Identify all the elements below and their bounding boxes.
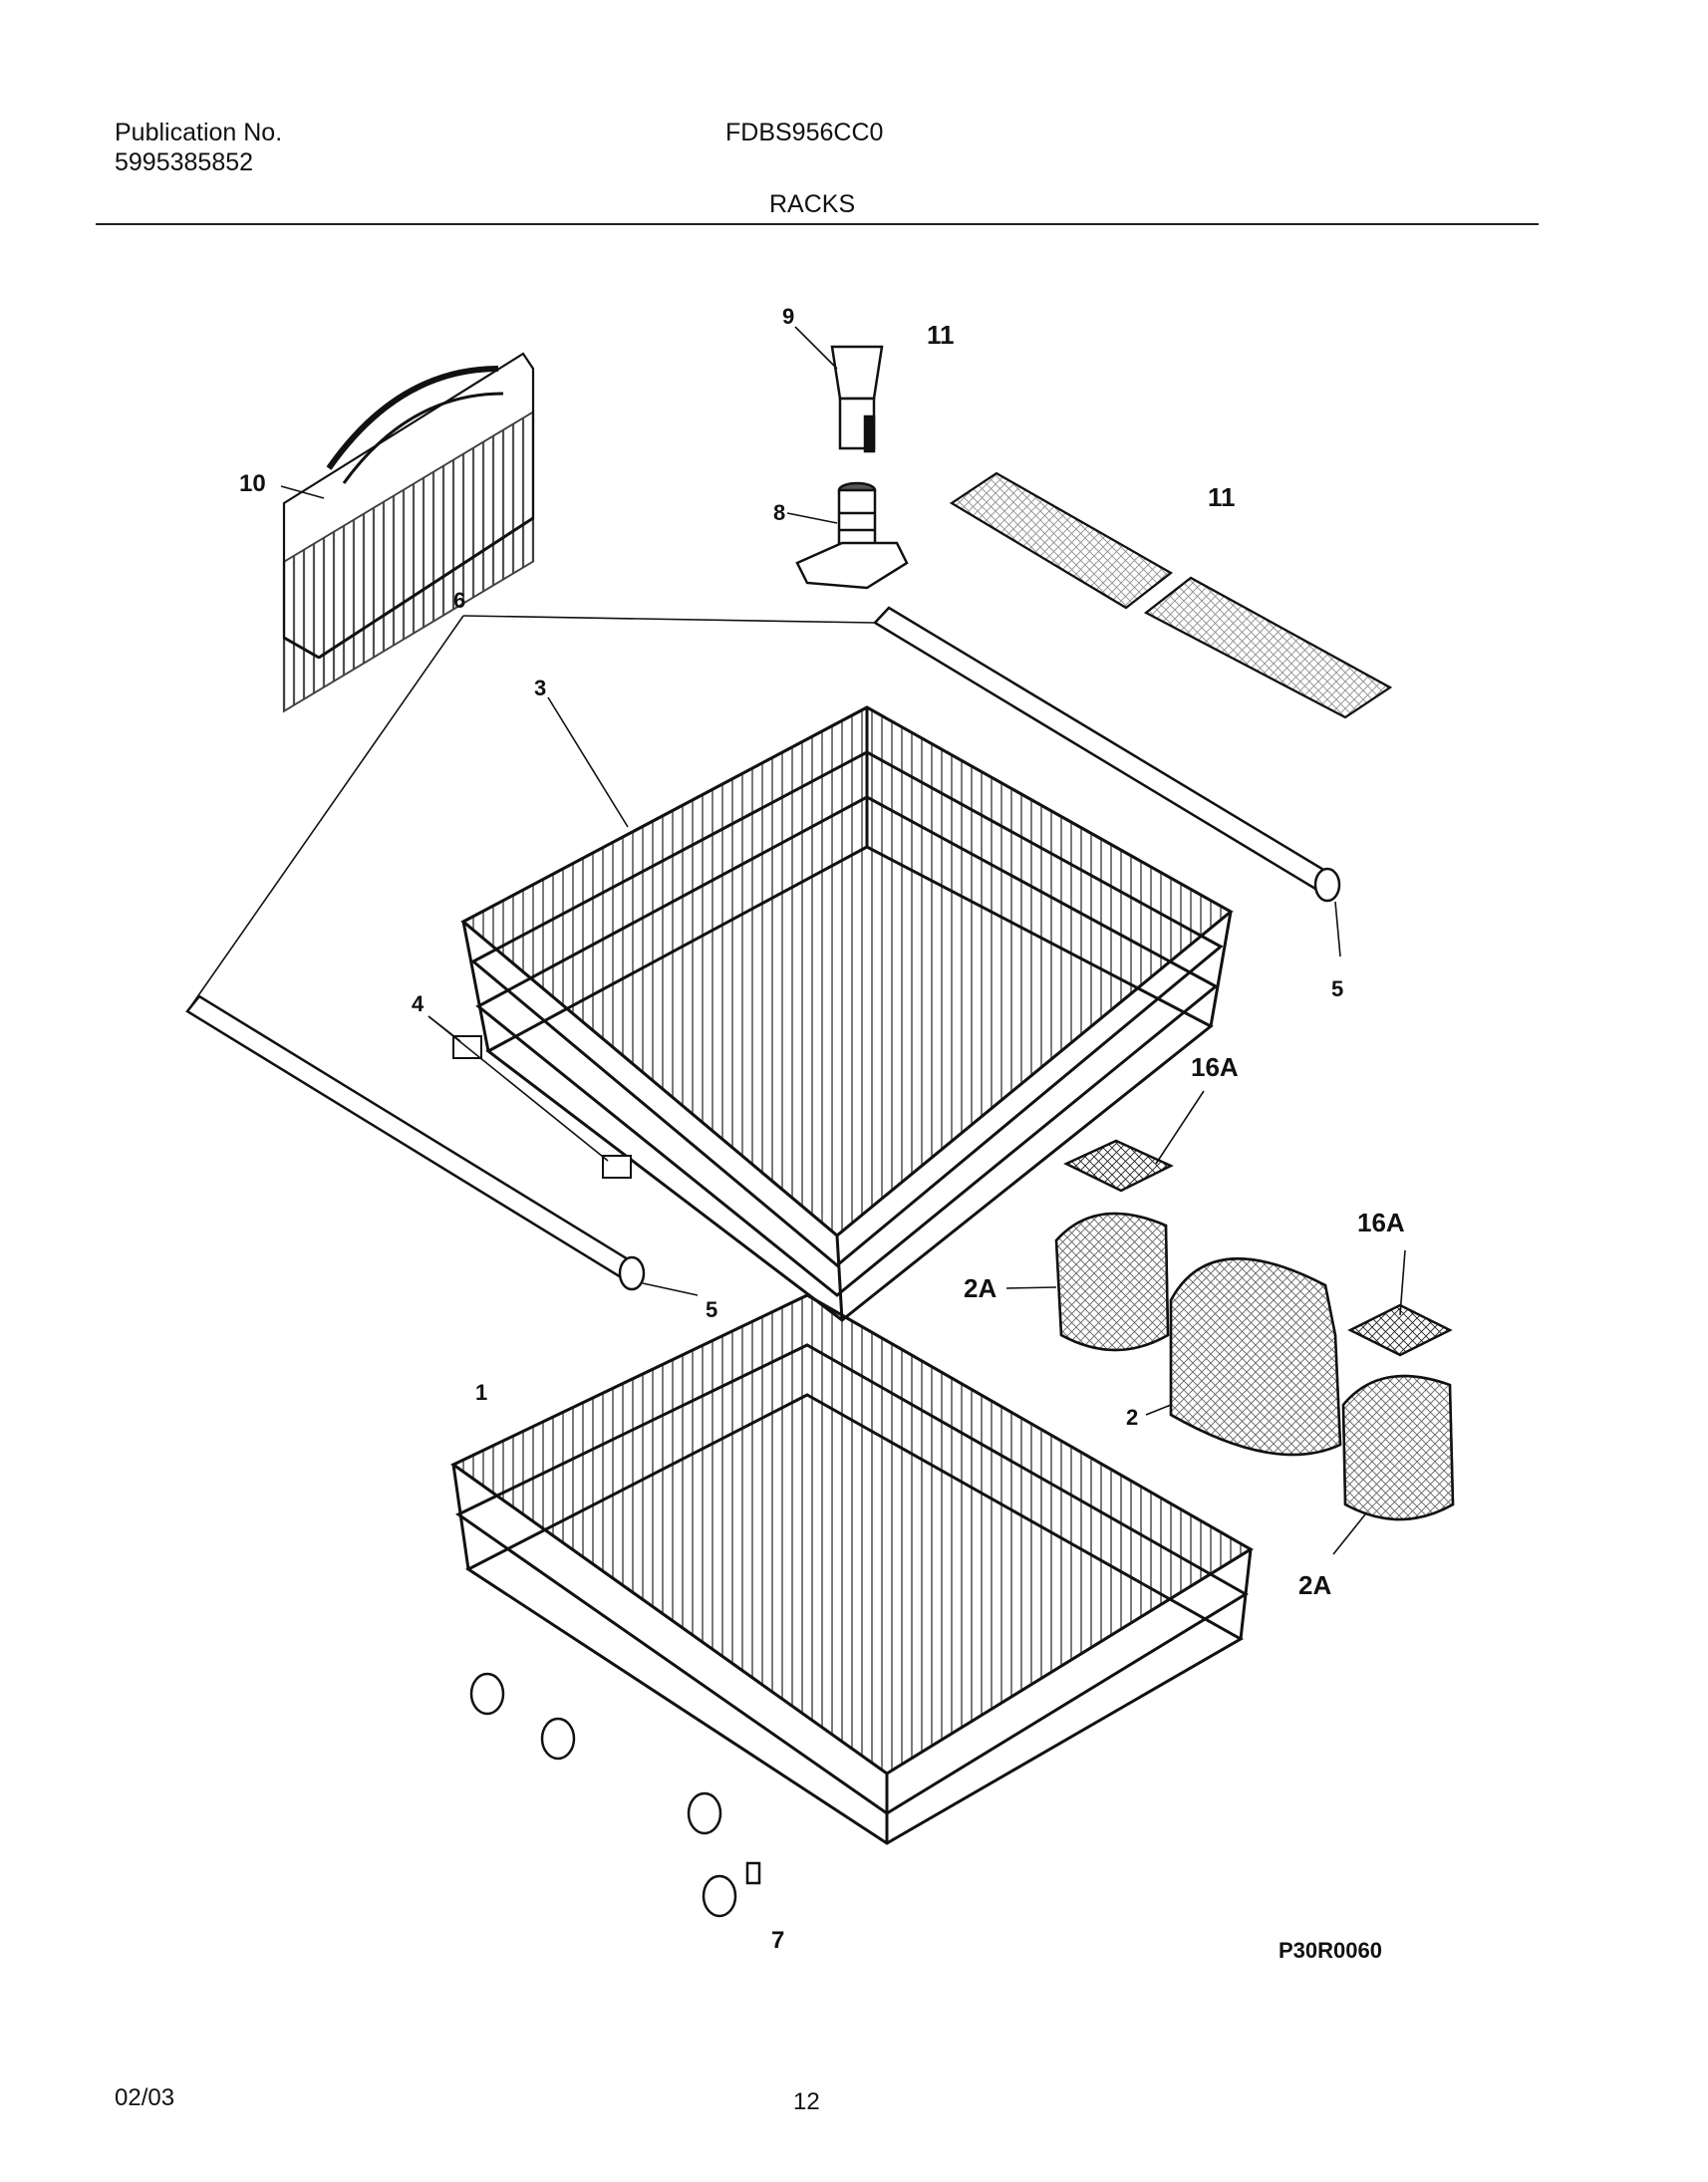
basket-cover-part <box>1063 1139 1453 1357</box>
leader-lines <box>186 326 1406 1555</box>
nozzle-part <box>795 481 909 590</box>
model-number: FDBS956CC0 <box>725 119 884 146</box>
footer-page-number: 12 <box>793 2088 820 2115</box>
rack-rail-right-part <box>873 606 1341 903</box>
publication-number: 5995385852 <box>115 148 254 176</box>
callout-16a-right: 16A <box>1357 1208 1405 1237</box>
nozzle-cap-part <box>830 345 884 453</box>
lower-rack-part <box>450 1293 1254 1845</box>
publication-label: Publication No. <box>115 119 283 146</box>
callout-2: 2 <box>1126 1405 1138 1430</box>
callout-2a-right: 2A <box>1298 1570 1331 1600</box>
section-title: RACKS <box>769 190 856 218</box>
silverware-basket-small-part <box>1054 1212 1455 1521</box>
callout-16a-left: 16A <box>1191 1052 1239 1082</box>
rack-rail-left-part <box>185 994 646 1291</box>
callout-3: 3 <box>534 676 546 700</box>
footer-date: 02/03 <box>115 2084 175 2111</box>
silverware-basket-part <box>282 352 535 713</box>
callout-6: 6 <box>453 588 465 613</box>
callout-9: 9 <box>782 304 794 329</box>
callout-1: 1 <box>475 1380 487 1405</box>
callout-11-right: 11 <box>1208 482 1236 512</box>
callout-5-left: 5 <box>706 1297 717 1322</box>
callout-2a-left: 2A <box>964 1273 996 1303</box>
upper-rack-part <box>460 705 1234 1322</box>
shelf-insert-part <box>949 471 1393 719</box>
silverware-basket-large-part <box>1169 1257 1342 1457</box>
callout-7: 7 <box>771 1927 784 1954</box>
rack-wheel-part <box>469 1672 761 1918</box>
callout-4: 4 <box>412 991 425 1016</box>
header-divider <box>96 223 1539 225</box>
callout-5-right: 5 <box>1331 976 1343 1001</box>
callout-8: 8 <box>773 500 785 525</box>
callout-10: 10 <box>239 470 266 497</box>
callout-11-top: 11 <box>927 320 955 350</box>
diagram-code: P30R0060 <box>1279 1938 1382 1963</box>
